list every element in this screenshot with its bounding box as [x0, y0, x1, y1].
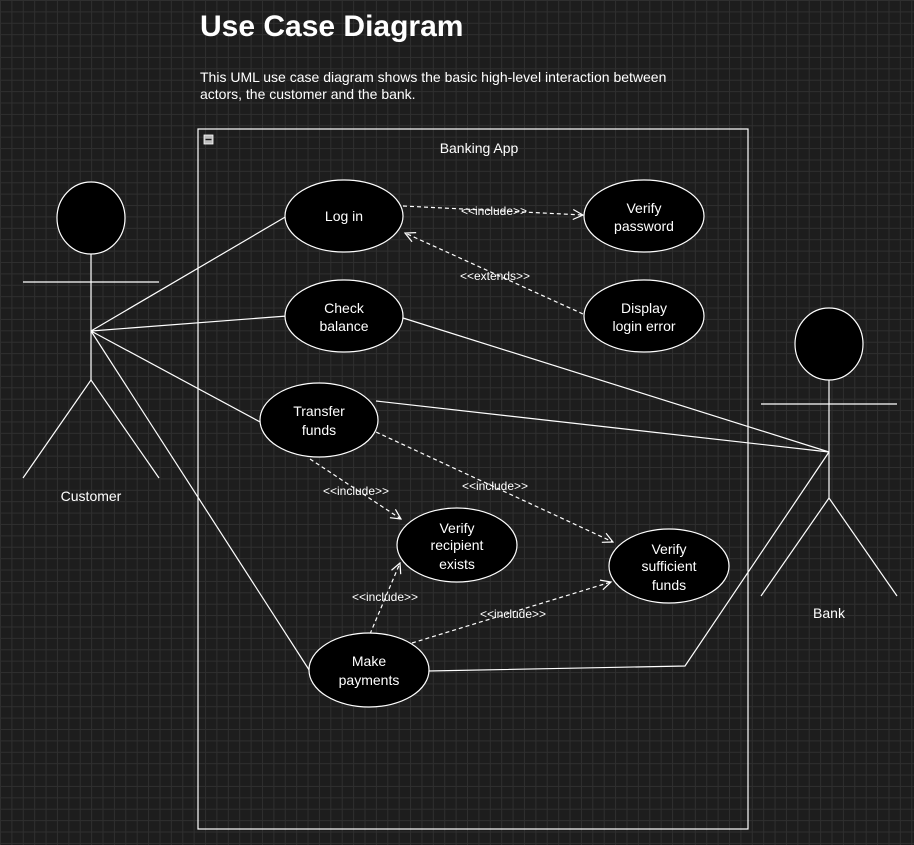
assoc-customer-login[interactable]	[90, 215, 288, 332]
use-case-transfer-funds[interactable]: Transfer funds	[259, 382, 379, 458]
assoc-customer-payments[interactable]	[90, 330, 314, 677]
use-case-label: sufficient	[642, 558, 697, 574]
collapse-icon[interactable]	[203, 134, 214, 145]
use-case-label: funds	[302, 422, 336, 438]
assoc-bank-payments[interactable]	[427, 451, 830, 672]
assoc-bank-transfer[interactable]	[375, 400, 830, 453]
system-boundary[interactable]	[197, 128, 749, 830]
use-case-label: Verify	[651, 541, 686, 557]
label-include-login: <<include>>	[461, 204, 527, 218]
use-case-check-balance[interactable]: Check balance	[284, 279, 404, 353]
use-case-label: exists	[439, 556, 475, 572]
actor-bank[interactable]	[760, 307, 898, 597]
use-case-label: balance	[319, 318, 368, 334]
use-case-label: recipient	[431, 537, 484, 553]
use-case-verify-sufficient-funds[interactable]: Verify sufficient funds	[608, 528, 730, 604]
use-case-make-payments[interactable]: Make payments	[308, 632, 430, 708]
use-case-label: payments	[339, 672, 400, 688]
use-case-verify-password[interactable]: Verify password	[583, 179, 705, 253]
use-case-label: funds	[652, 577, 686, 593]
label-include-payments-recipient: <<include>>	[352, 590, 418, 604]
use-case-label: Log in	[325, 208, 363, 224]
label-extends-login: <<extends>>	[460, 269, 530, 283]
actor-customer-label: Customer	[61, 488, 122, 504]
assoc-customer-check-balance[interactable]	[90, 315, 288, 332]
use-case-label: Make	[352, 653, 386, 669]
use-case-label: Verify	[439, 520, 474, 536]
include-payments-recipient[interactable]	[369, 563, 400, 635]
use-case-label: login error	[612, 318, 675, 334]
use-case-label: Transfer	[293, 403, 345, 419]
label-include-payments-funds: <<include>>	[480, 607, 546, 621]
include-transfer-funds[interactable]	[375, 431, 613, 542]
use-case-log-in[interactable]: Log in	[284, 179, 404, 253]
assoc-bank-check-balance[interactable]	[402, 317, 830, 453]
use-case-verify-recipient-exists[interactable]: Verify recipient exists	[396, 507, 518, 583]
use-case-display-login-error[interactable]: Display login error	[583, 279, 705, 353]
assoc-customer-transfer[interactable]	[90, 330, 263, 424]
use-case-label: Check	[324, 300, 365, 316]
use-case-label: Verify	[626, 200, 661, 216]
label-include-transfer-funds: <<include>>	[462, 479, 528, 493]
include-login-verify-password[interactable]	[402, 205, 583, 215]
system-label: Banking App	[440, 140, 519, 156]
actor-customer[interactable]	[22, 181, 160, 479]
extends-error-login[interactable]	[405, 233, 584, 315]
use-case-label: Display	[621, 300, 667, 316]
diagram-description: This UML use case diagram shows the basi…	[200, 69, 667, 102]
page-title: Use Case Diagram	[200, 10, 464, 43]
actor-bank-label: Bank	[813, 605, 846, 621]
label-include-transfer-recipient: <<include>>	[323, 484, 389, 498]
use-case-label: password	[614, 218, 674, 234]
